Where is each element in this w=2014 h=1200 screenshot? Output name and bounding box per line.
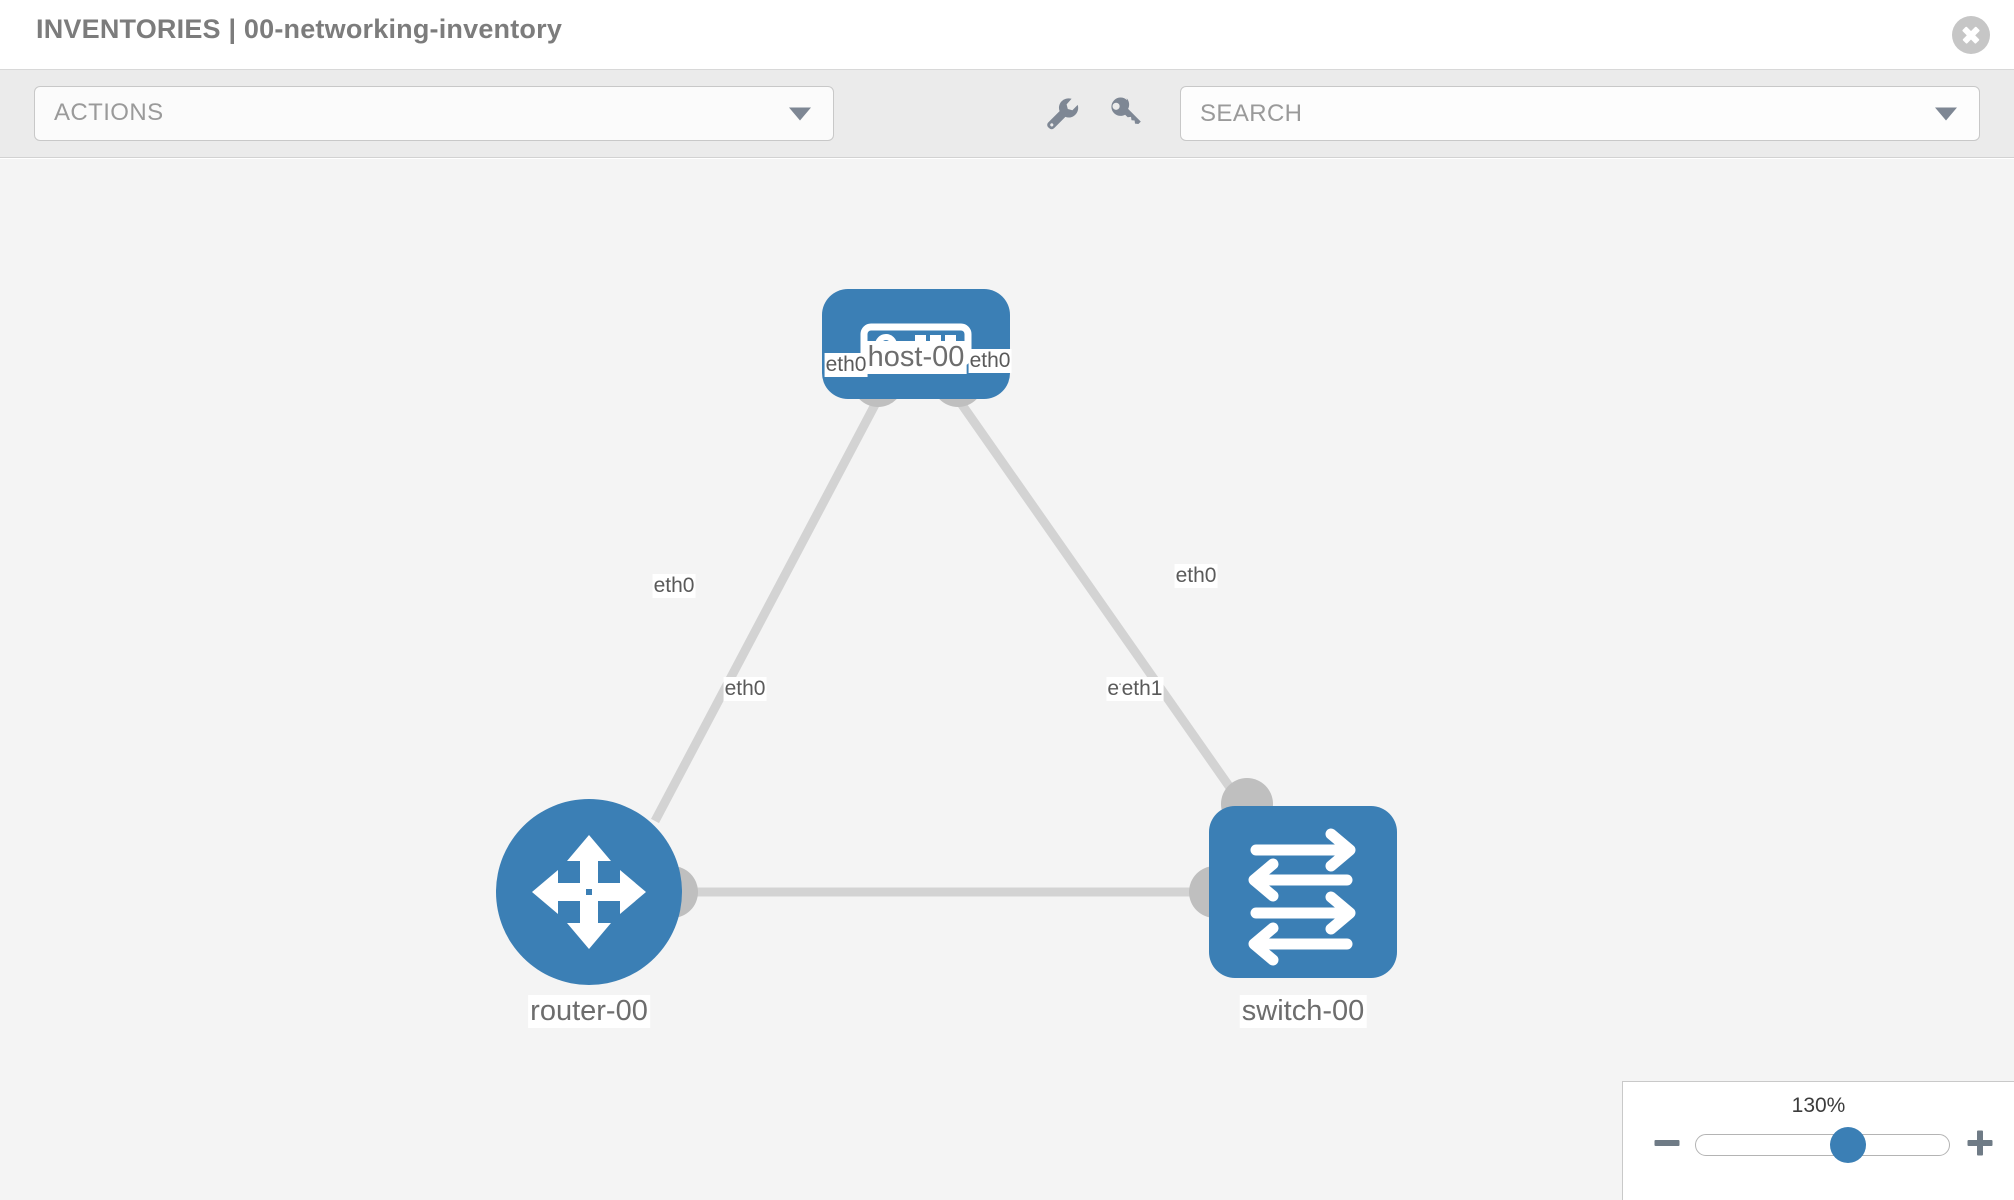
zoom-slider-track[interactable] [1695,1127,1950,1163]
topology-graph [496,289,1397,985]
node-router-00[interactable] [496,799,682,985]
iface-label-switch00-north: eth0 [1174,564,1218,588]
search-chevron-down-icon[interactable] [1935,107,1957,120]
search-input[interactable] [1181,87,1921,140]
iface-label-router00-east: eth0 [723,677,767,701]
node-label-router-00: router-00 [528,995,650,1028]
page-title: INVENTORIES | 00-networking-inventory [36,14,563,44]
zoom-level-value: 130% [1791,1094,1846,1117]
edge-host00-router00[interactable] [651,396,882,824]
zoom-slider-thumb[interactable] [1829,1127,1866,1163]
iface-label-switch00-west-b: eth1 [1120,677,1164,701]
zoom-out-button[interactable] [1651,1127,1683,1159]
node-switch-00[interactable] [1209,806,1397,978]
iface-label-host00-left: eth0 [824,353,868,377]
zoom-in-button[interactable] [1964,1127,1996,1159]
close-icon[interactable] [1952,16,1990,54]
actions-dropdown[interactable]: ACTIONS [34,86,834,141]
zoom-control-panel: 130% [1622,1081,2014,1200]
key-icon[interactable] [1108,92,1152,136]
edge-layer [651,396,1249,897]
chevron-down-icon [789,107,811,120]
connector-layer [646,355,1273,918]
page-header: INVENTORIES | 00-networking-inventory [0,0,2014,70]
iface-label-router00-north: eth0 [652,574,696,598]
switch-arrows-icon [1248,828,1356,966]
wrench-icon[interactable] [1040,92,1084,136]
topology-canvas[interactable]: host-00 router-00 switch-00 eth0 eth0 et… [0,159,2014,1200]
iface-label-host00-right: eth0 [968,349,1012,373]
router-arrows-icon [532,835,646,949]
edge-host00-switch00[interactable] [954,396,1249,812]
node-label-host-00: host-00 [865,341,967,374]
actions-dropdown-label: ACTIONS [54,99,164,126]
toolbar: ACTIONS [0,70,2014,158]
search-box[interactable] [1180,86,1980,141]
node-label-switch-00: switch-00 [1239,995,1367,1028]
